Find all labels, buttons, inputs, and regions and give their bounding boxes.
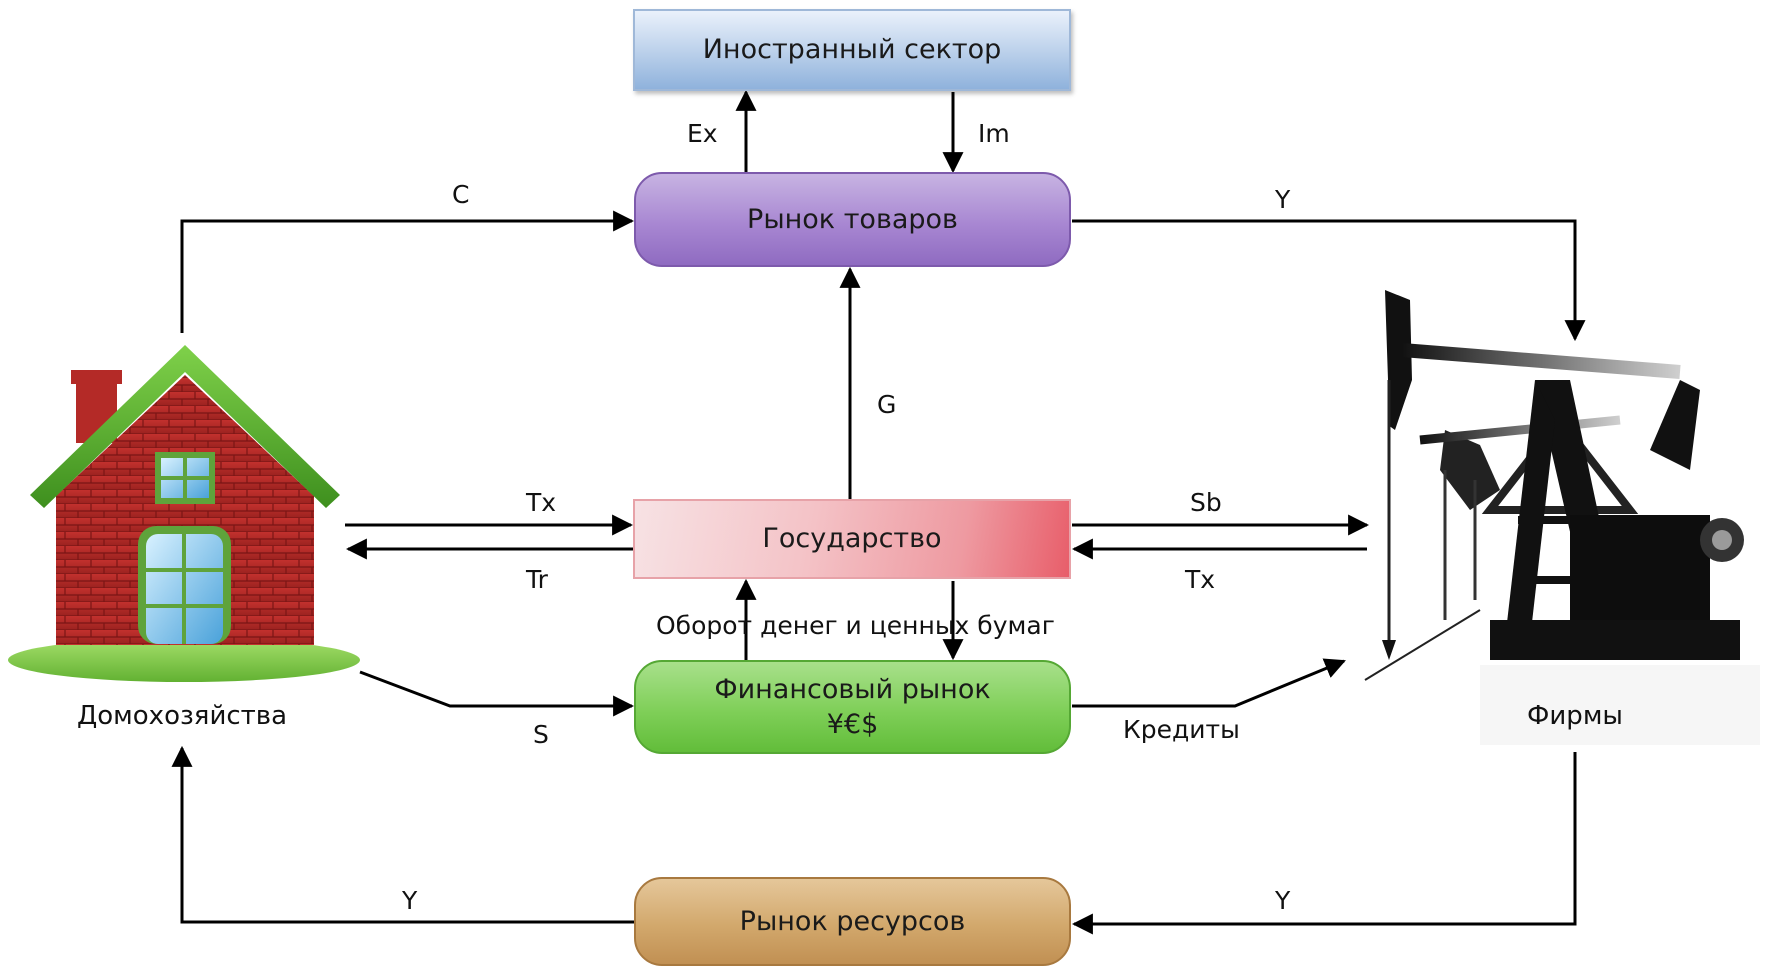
house-icon xyxy=(8,345,360,682)
arrow-savings xyxy=(359,670,635,717)
arrow-income-to-firms xyxy=(1072,219,1586,342)
flow-label-imports: Im xyxy=(978,119,1010,148)
flow-label-taxes-households: Tx xyxy=(526,488,557,517)
flow-label-income-firms-resources: Y xyxy=(1275,886,1291,915)
state-label: Государство xyxy=(762,523,942,555)
flow-label-savings: S xyxy=(533,720,549,749)
oil-pump-icon xyxy=(1364,290,1760,745)
state-box: Государство xyxy=(633,499,1071,579)
flow-label-income-goods: Y xyxy=(1275,185,1291,214)
foreign-sector-label: Иностранный сектор xyxy=(702,34,1002,66)
flow-label-transfers: Tr xyxy=(526,565,548,594)
financial-market-label: Финансовый рынок xyxy=(714,673,991,705)
foreign-sector-box: Иностранный сектор xyxy=(633,9,1071,91)
flow-label-credits: Кредиты xyxy=(1123,715,1240,744)
arrow-consumption xyxy=(180,210,635,333)
flow-label-exports: Ex xyxy=(687,119,718,148)
flow-label-money-circulation: Оборот денег и ценных бумаг xyxy=(656,611,1055,640)
arrow-income-firms-to-resources xyxy=(1071,752,1577,935)
goods-market-box: Рынок товаров xyxy=(634,172,1071,267)
financial-market-box: Финансовый рынок ¥€$ xyxy=(634,660,1071,754)
resource-market-label: Рынок ресурсов xyxy=(739,905,966,937)
flow-label-government-spending: G xyxy=(877,390,897,419)
firms-label: Фирмы xyxy=(1527,701,1623,731)
arrow-credits xyxy=(1072,658,1346,708)
flow-lines xyxy=(171,89,1586,935)
flow-label-income-households: Y xyxy=(402,886,418,915)
flow-label-subsidies: Sb xyxy=(1190,488,1222,517)
currency-symbols: ¥€$ xyxy=(826,709,879,740)
arrow-income-to-households xyxy=(171,745,634,924)
goods-market-label: Рынок товаров xyxy=(747,203,958,235)
flow-label-taxes-firms: Tx xyxy=(1185,565,1216,594)
households-label: Домохозяйства xyxy=(76,701,288,731)
resource-market-box: Рынок ресурсов xyxy=(634,877,1071,966)
flow-label-consumption: C xyxy=(452,180,470,209)
